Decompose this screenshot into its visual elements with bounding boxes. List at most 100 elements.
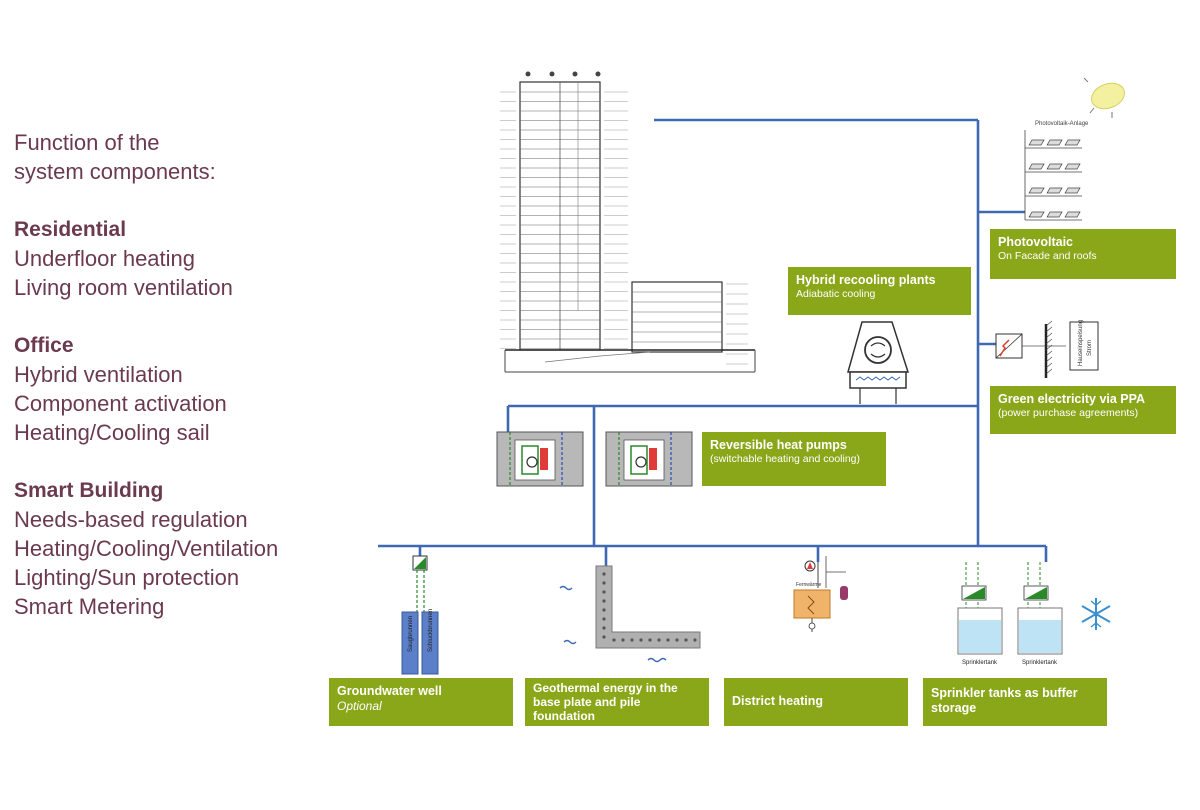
photovoltaic-label: Photovoltaic On Facade and roofs [990,229,1176,279]
heat-pump-icon [605,431,693,487]
snowflake-icon [1081,598,1111,630]
hatch-line [1045,332,1053,339]
pipe-dot [612,638,616,642]
recooling-label: Hybrid recooling plants Adiabatic coolin… [788,267,971,315]
sprinkler-tank-icon: Sprinklertank [957,562,1003,666]
building-elevation [500,71,756,373]
grid-connection-icon: Hauseinspeisung Strom [995,320,1099,378]
sprinklertank-label: Sprinklertank [1022,660,1058,666]
label-title: Reversible heat pumps [710,438,847,452]
intro-line-2: system components: [14,159,216,184]
strom-label: Strom [1087,340,1093,356]
section-item: Heating/Cooling sail [14,420,210,445]
pipe-dot [602,635,606,639]
label-subtitle: Adiabatic cooling [796,288,876,300]
solar-panel [1064,139,1081,146]
pipe-dot [630,638,634,642]
solar-panel [1028,139,1045,146]
solar-panel [1046,163,1063,170]
ramp-line [544,351,651,363]
pipe-dot [693,638,697,642]
geothermal-foundation-icon [559,565,701,663]
pipe-dot [602,590,606,594]
groundwater-well-icon: Saugbrunnen Schluckbrunnen [401,555,439,675]
pipe-dot [602,608,606,612]
label-title: Groundwater well [337,684,442,698]
heat-pumps-label: Reversible heat pumps (switchable heatin… [702,432,886,486]
section-title: Residential [14,218,127,241]
section-item: Living room ventilation [14,275,233,300]
annex-floor-lines [632,291,722,343]
label-title: Sprinkler tanks as buffer storage [931,686,1078,715]
pipe-dot [602,599,606,603]
pipe-dot [666,638,670,642]
hatch-line [1045,338,1053,345]
label-title: Photovoltaic [998,235,1074,249]
label-subtitle: On Facade and roofs [998,250,1097,262]
solar-panel-array-icon: Photovoltaik-Anlage [1024,121,1089,221]
pipe-dot [602,626,606,630]
hatch-line [1045,326,1053,333]
geothermal-label: Geothermal energy in the base plate and … [525,678,709,726]
hatch-line [1045,368,1053,375]
section-item: Heating/Cooling/Ventilation [14,536,279,561]
axis-marker [549,71,555,77]
axis-marker [595,71,601,77]
intro-line-1: Function of the [14,130,160,155]
pipe-dot [602,617,606,621]
hausenspeisung-label: Hauseinspeisung [1078,320,1084,366]
solar-panel [1028,163,1045,170]
pipe-dot [648,638,652,642]
label-title: Geothermal energy in the base plate and … [533,681,678,723]
solar-panel [1028,187,1045,194]
solar-panel [1064,187,1081,194]
pipe-network [378,118,1048,566]
pipe-dot [602,581,606,585]
section-item: Smart Metering [14,594,165,619]
heat-flow-arrow [559,585,573,591]
pv-array-title: Photovoltaik-Anlage [1035,121,1089,127]
dimension-ticks [604,91,748,365]
label-subtitle: Optional [337,699,382,713]
heat-flow-arrow [647,657,667,663]
solar-panel [1046,211,1063,218]
axis-marker [572,71,578,77]
label-subtitle: (power purchase agreements) [998,407,1139,419]
pipe-dot [621,638,625,642]
heat-pump-icon [496,431,584,487]
section-item: Needs-based regulation [14,507,248,532]
saugbrunnen-label: Saugbrunnen [408,616,414,652]
solar-panel [1046,139,1063,146]
district-heating-icon: Fernwärme [793,556,848,632]
green-electricity-label: Green electricity via PPA (power purchas… [990,386,1176,434]
solar-panel [1046,187,1063,194]
label-title: District heating [732,694,823,708]
panel-intro: Function of the system components: [14,128,334,186]
hatch-line [1045,320,1053,327]
hatch-line [1045,356,1053,363]
pipe-dot [684,638,688,642]
hatch-line [1045,350,1053,357]
pipe-dot [639,638,643,642]
section-smart-building: Smart Building Needs-based regulation He… [14,476,334,621]
fernwaerme-label: Fernwärme [796,582,822,588]
heat-flow-arrow [563,639,577,645]
solar-panel [1028,211,1045,218]
recooling-plant-icon [847,321,910,404]
section-item: Component activation [14,391,227,416]
section-item: Hybrid ventilation [14,362,183,387]
dimension-ticks [500,91,516,349]
label-subtitle: (switchable heating and cooling) [710,453,861,465]
section-residential: Residential Underfloor heating Living ro… [14,215,334,302]
section-title: Office [14,334,74,357]
axis-markers [525,71,601,77]
pipe-dot [657,638,661,642]
sun-icon [1083,77,1125,118]
schluckbrunnen-label: Schluckbrunnen [428,609,434,652]
groundwater-label: Groundwater well Optional [329,678,513,726]
district-heating-label: District heating [724,678,908,726]
pipe-dot [675,638,679,642]
section-office: Office Hybrid ventilation Component acti… [14,331,334,447]
axis-marker [525,71,531,77]
